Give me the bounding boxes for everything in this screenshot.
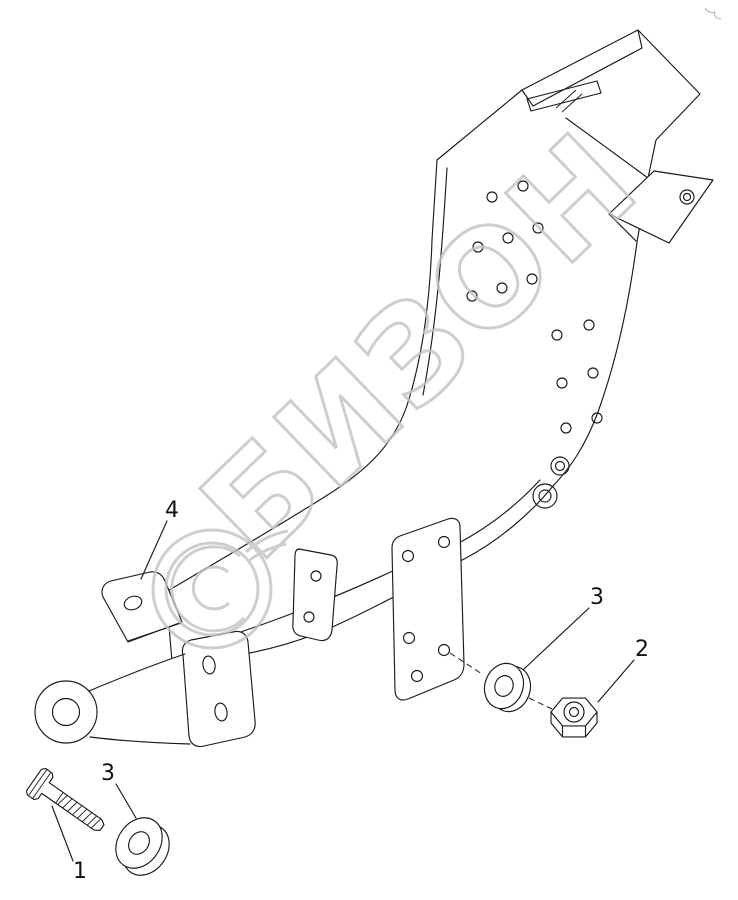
bracket-plate-slot-top (202, 655, 216, 675)
top-tab-weld-line (608, 213, 637, 242)
leader-line-3-left (115, 783, 137, 819)
frame-bolt-holes (466, 180, 603, 434)
washer-right-face (483, 662, 525, 710)
frame-inner-diagonal (565, 117, 649, 179)
bolt-threads (57, 795, 102, 829)
bracket-flange-slot (123, 595, 143, 611)
frame-top-slot (526, 80, 602, 112)
washer-left-face (115, 817, 163, 869)
leader-line-3-right (523, 607, 590, 670)
callout-1: 1 (73, 859, 87, 884)
watermark-logo-icon (151, 528, 289, 650)
axis-plate-to-washer (449, 652, 483, 675)
part-1-hex-bolt (25, 768, 105, 832)
washer-right-hole (494, 675, 514, 697)
callout-3-left: 3 (101, 761, 115, 786)
mount-plate-hole-2 (437, 535, 451, 549)
bracket-arm-fill (88, 653, 193, 744)
part-2-hex-nut (550, 697, 598, 738)
axis-washer-to-nut (528, 697, 553, 710)
frame-flange-strip (292, 548, 338, 642)
bracket-eye-outer (34, 680, 98, 744)
part-3-washer-left (115, 817, 170, 876)
callout-4: 4 (165, 498, 179, 523)
bolt-head-flats (28, 769, 52, 799)
frame-bushings (532, 456, 570, 509)
frame-top-facets (521, 29, 643, 107)
bracket-top-flange (101, 571, 183, 643)
mount-plate-hole-4 (437, 643, 451, 657)
bracket-arm-bottom-edge (89, 736, 191, 745)
bolt-silhouette (25, 768, 105, 832)
frame-mount-plate (391, 517, 465, 701)
callout-3-right: 3 (590, 585, 604, 610)
leader-line-1 (51, 805, 74, 862)
frame-bend-contour (454, 479, 541, 546)
flange-hole-bottom (303, 611, 315, 623)
frame-top-tab (608, 170, 714, 244)
nut-hole (563, 701, 585, 723)
leader-line-4 (140, 520, 168, 580)
top-tab-plate (608, 170, 714, 244)
bracket-eye-fill (35, 681, 97, 743)
top-tab-hole-inner (682, 192, 692, 202)
bracket-plate-slot-bottom (214, 702, 228, 722)
part-4-bracket-arm (34, 571, 256, 748)
leader-line-2 (597, 659, 635, 703)
washer-left-hole (128, 831, 150, 855)
top-tab-hole (679, 189, 695, 205)
callout-2: 2 (635, 637, 649, 662)
corner-mark (704, 7, 722, 20)
frame-weldment (165, 29, 714, 701)
nut-side-edges (550, 711, 598, 738)
assembly-axis-lines (449, 652, 553, 710)
mount-plate-outline (391, 517, 465, 701)
mount-plate-hole-3 (402, 631, 416, 645)
bolt-thread-start (55, 792, 64, 804)
mount-plate-hole-5 (410, 669, 424, 683)
flange-hole-top (310, 570, 322, 582)
watermark-text: БИЗОН (173, 105, 667, 589)
bracket-arm-top-edge (88, 653, 186, 692)
frame-hatch-marks (555, 89, 583, 113)
mount-plate-hole-1 (401, 549, 415, 563)
frame-inner-left-edge (422, 167, 448, 396)
part-3-washer-right (483, 662, 532, 713)
nut-hole-chamfer (568, 706, 580, 718)
bracket-fold-line (127, 622, 182, 642)
callouts: 4 3 2 3 1 (51, 498, 649, 884)
bracket-eye-hole (51, 697, 81, 727)
